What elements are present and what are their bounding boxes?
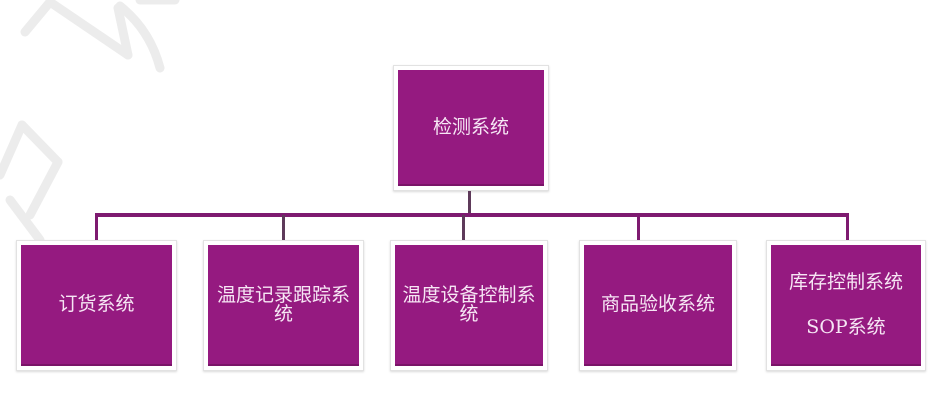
child-node-box: 商品验收系统 [584,245,732,366]
drop-connector-5 [846,213,849,241]
drop-connector-2 [282,215,285,241]
child-node-temperature-equipment: 温度设备控制系统 [390,240,548,371]
root-connector [468,191,471,216]
child-node-ordering: 订货系统 [16,240,177,371]
child-node-box: 温度设备控制系统 [395,245,543,366]
child-node-label: 温度记录跟踪系统 [216,283,350,325]
child-node-temperature-tracking: 温度记录跟踪系统 [203,240,364,371]
child-node-goods-inspection: 商品验收系统 [579,240,737,371]
drop-connector-4 [637,215,640,241]
child-node-label: 订货系统 [58,293,135,315]
child-node-label-line-1: 库存控制系统 [788,270,903,293]
child-node-box: 温度记录跟踪系统 [208,245,359,366]
child-node-inventory-sop: 库存控制系统 SOP系统 [766,240,926,371]
root-node: 检测系统 [393,65,549,191]
drop-connector-1 [95,213,98,241]
child-node-label-line-2: SOP系统 [806,315,886,338]
root-node-box: 检测系统 [398,70,544,186]
child-node-box: 库存控制系统 SOP系统 [771,245,921,366]
horizontal-connector [95,213,849,217]
child-node-box: 订货系统 [21,245,172,366]
root-node-label: 检测系统 [432,115,509,138]
child-node-label: 温度设备控制系统 [402,283,536,325]
drop-connector-3 [462,215,465,241]
child-node-label: 商品验收系统 [600,293,715,315]
